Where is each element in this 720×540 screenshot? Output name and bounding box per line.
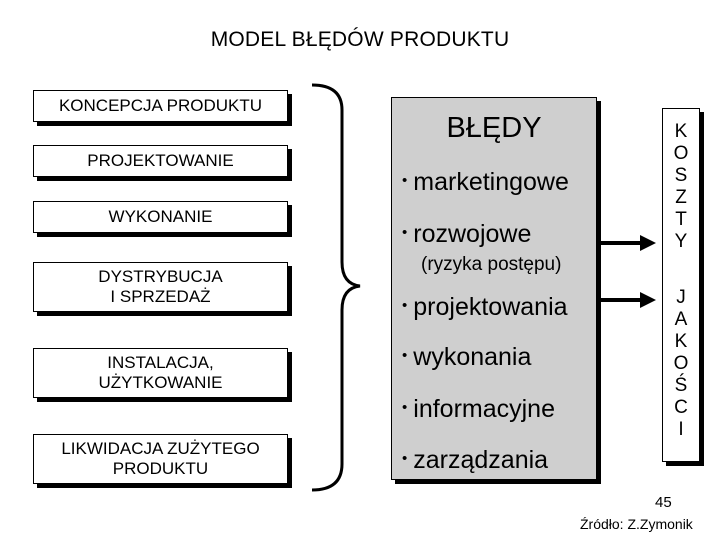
page-number: 45 (655, 494, 672, 511)
letter: S (674, 165, 688, 186)
bullet-icon: • (402, 449, 408, 467)
letter: O (673, 353, 689, 374)
letter: O (673, 143, 689, 164)
letter: K (674, 331, 688, 352)
arrow-to-jakosci (600, 292, 656, 308)
bullet-icon: • (402, 171, 408, 189)
error-item-zarzadzania: •zarządzania (402, 446, 549, 474)
error-item-rozwojowe: •rozwojowe (402, 220, 532, 248)
vertical-word-koszty: K O S Z T Y (663, 121, 699, 253)
stage-dystrybucja-i-sprzedaz: DYSTRYBUCJA I SPRZEDAŻ (33, 262, 288, 312)
arrow-to-kosztow (600, 235, 656, 251)
letter: C (674, 397, 688, 418)
error-item-marketingowe: •marketingowe (402, 168, 569, 196)
error-item-projektowania: •projektowania (402, 293, 568, 321)
letter: A (674, 309, 688, 330)
letter: J (676, 287, 686, 308)
stage-projektowanie: PROJEKTOWANIE (33, 145, 288, 177)
source-note: Źródło: Z.Zymonik (580, 516, 693, 532)
stage-koncepcja-produktu: KONCEPCJA PRODUKTU (33, 90, 288, 122)
curly-brace (311, 83, 361, 492)
errors-panel: BŁĘDY •marketingowe •rozwojowe (ryzyka p… (391, 97, 597, 480)
bullet-icon: • (402, 223, 408, 241)
bullet-icon: • (402, 398, 408, 416)
stage-instalacja-uzytkowanie: INSTALACJA, UŻYTKOWANIE (33, 348, 288, 398)
stage-wykonanie: WYKONANIE (33, 201, 288, 233)
letter: I (678, 419, 684, 440)
letter: Z (675, 187, 687, 208)
letter: K (674, 121, 688, 142)
errors-title: BŁĘDY (446, 112, 542, 144)
diagram-title: MODEL BŁĘDÓW PRODUKTU (210, 28, 510, 51)
error-item-wykonania: •wykonania (402, 343, 532, 371)
letter: Ś (674, 375, 688, 396)
costs-quality-panel: K O S Z T Y J A K O Ś C I (662, 108, 700, 462)
letter: Y (674, 231, 688, 252)
error-item-informacyjne: •informacyjne (402, 395, 555, 423)
vertical-word-jakosci: J A K O Ś C I (663, 287, 699, 441)
stage-likwidacja: LIKWIDACJA ZUŻYTEGO PRODUKTU (33, 434, 288, 484)
bullet-icon: • (402, 346, 408, 364)
error-note-ryzyka-postepu: (ryzyka postępu) (421, 254, 562, 275)
letter: T (675, 209, 687, 230)
bullet-icon: • (402, 296, 408, 314)
